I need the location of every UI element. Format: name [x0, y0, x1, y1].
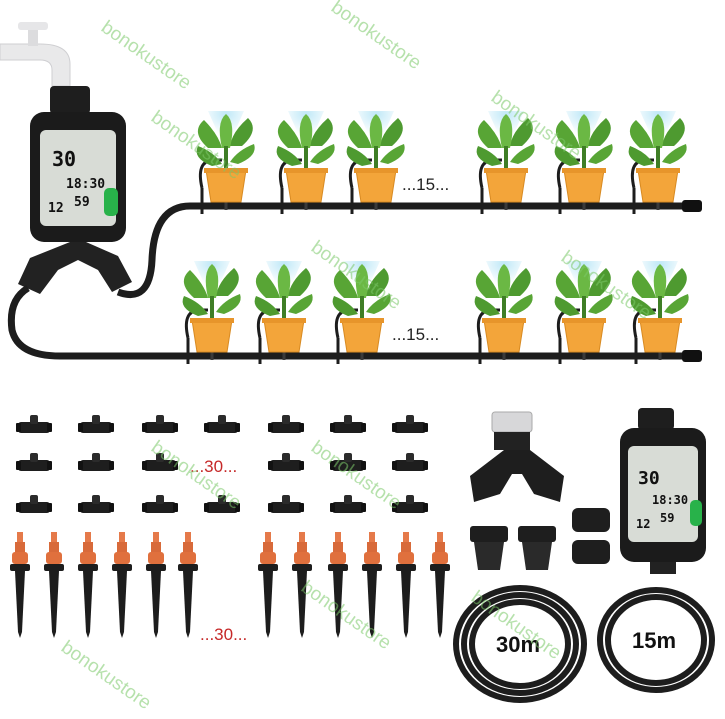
faucet	[0, 22, 71, 87]
hose-coil-30m: 30m	[453, 585, 587, 703]
lcd-screen	[40, 130, 116, 226]
water-timer: 30 18:30 12 59	[18, 86, 132, 294]
svg-text:bonokustore: bonokustore	[327, 0, 425, 74]
water-timer-2: 30 18:30 12 59	[620, 408, 706, 574]
plant-row-top: ...15...	[196, 109, 688, 216]
lcd-display-2: 18:30	[66, 177, 105, 192]
count-label-top: ...15...	[402, 175, 449, 194]
tee-connectors: ...30...	[16, 415, 428, 513]
hose-coil-15m: 15m	[597, 587, 715, 693]
lcd2-display-2: 18:30	[652, 493, 688, 507]
lcd-display-3: 12	[48, 201, 64, 216]
green-button	[104, 188, 118, 216]
svg-text:bonokustore: bonokustore	[97, 17, 195, 94]
y-splitter	[470, 411, 564, 502]
count-label-middle: ...15...	[392, 325, 439, 344]
lcd-display-4: 59	[74, 195, 90, 210]
adapters	[470, 508, 610, 570]
hose-length-15m: 15m	[632, 628, 676, 653]
svg-text:bonokustore: bonokustore	[57, 637, 155, 714]
plant-row-middle: ...15...	[182, 259, 690, 366]
stake-count-label: ...30...	[200, 625, 247, 644]
lcd2-display-3: 12	[636, 517, 650, 531]
lcd-display-1: 30	[52, 147, 76, 171]
lcd2-display-1: 30	[638, 468, 660, 489]
tee-count-label: ...30...	[190, 457, 237, 476]
svg-text:bonokustore: bonokustore	[297, 577, 395, 654]
hose-length-30m: 30m	[496, 632, 540, 657]
svg-text:bonokustore: bonokustore	[307, 237, 405, 314]
lcd2-display-4: 59	[660, 511, 674, 525]
drip-stakes: ...30...	[10, 532, 450, 644]
